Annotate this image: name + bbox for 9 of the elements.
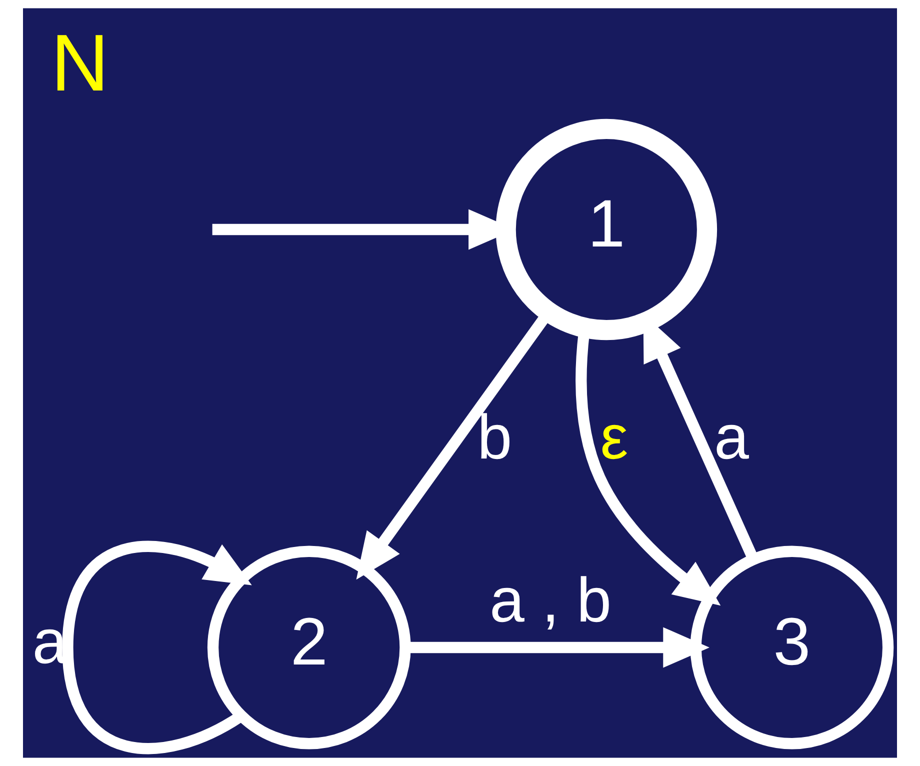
edge-label: a , b [490, 566, 612, 636]
diagram-title: N [50, 18, 110, 108]
node-circle: 2 [207, 546, 411, 750]
arrow [62, 540, 252, 754]
edge-label: b [477, 402, 512, 472]
edge-label: a [714, 402, 749, 472]
edge-label: ε [600, 402, 628, 472]
node-circle: 1 [496, 118, 718, 340]
node-circle: 3 [690, 546, 894, 750]
